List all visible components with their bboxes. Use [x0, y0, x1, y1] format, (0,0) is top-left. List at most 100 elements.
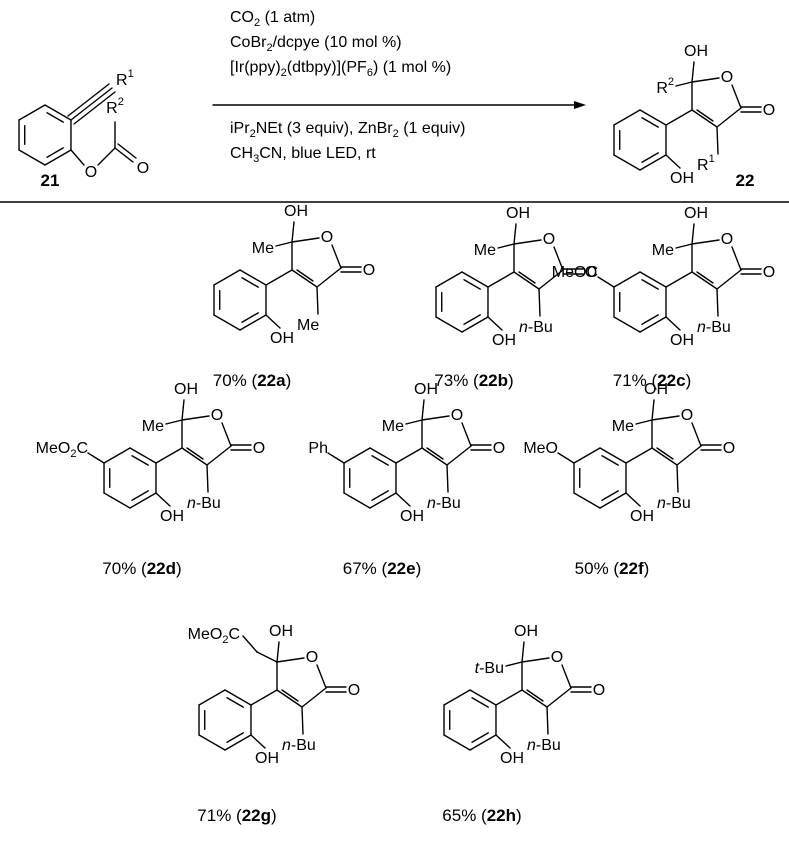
double-bond-inner [601, 455, 619, 466]
bond [291, 269, 318, 288]
alkyne-bond [67, 83, 110, 117]
ring-oxygen-label: O [306, 649, 318, 666]
bond [497, 243, 515, 249]
bond [731, 84, 742, 109]
benzene-ring [435, 271, 489, 333]
bond [327, 452, 345, 464]
bond [691, 77, 720, 83]
bond [546, 706, 549, 735]
yield-label: 70% (22a) [213, 371, 291, 390]
benzene-ring [343, 447, 397, 509]
bond [505, 661, 523, 667]
bond [103, 447, 131, 464]
bond [155, 492, 171, 507]
r1-substituent-label: n-Bu [527, 737, 561, 754]
bond [613, 154, 641, 171]
bond [275, 241, 293, 247]
hydroxyl-label: OH [684, 43, 708, 60]
bond [639, 316, 667, 333]
bond [599, 447, 627, 464]
hydroxyl-label: OH [414, 381, 438, 398]
bond [250, 734, 266, 749]
condition-line: CO2 (1 atm) [230, 9, 315, 30]
bond [557, 452, 575, 464]
yield-label: 65% (22h) [442, 806, 521, 825]
r2-substituent-label: Me [474, 242, 496, 259]
bond [613, 271, 641, 288]
ester-oxygen-label: O [85, 164, 97, 181]
r1-substituent-label: n-Bu [657, 495, 691, 512]
bond [291, 221, 295, 243]
bond [639, 271, 667, 288]
bond [561, 664, 572, 689]
r2-substituent-label: Me [252, 240, 274, 257]
bond [691, 223, 695, 245]
bond [213, 269, 241, 286]
benzene-ring [573, 447, 627, 509]
bond [521, 689, 548, 708]
bond [487, 316, 503, 331]
phenol-oh-label: OH [255, 750, 279, 767]
phenol-oh-label: OH [670, 170, 694, 187]
bond [665, 154, 681, 169]
bond [675, 243, 693, 249]
reaction-arrow [212, 101, 586, 109]
bond [613, 109, 641, 126]
condition-line: [Ir(ppy)2(dtbpy)](PF6) (1 mol %) [230, 59, 451, 80]
double-bond-inner [186, 447, 204, 460]
carbonyl-oxygen-label: O [253, 440, 265, 457]
phenol-oh-label: OH [400, 508, 424, 525]
bond [224, 734, 252, 751]
bond [691, 109, 718, 128]
bond [731, 246, 742, 271]
aryl-bond [265, 269, 293, 286]
aryl-substituent-label: MeO2C [36, 440, 88, 461]
double-bond-inner [641, 117, 659, 128]
carbonyl-bond [114, 147, 134, 163]
hydroxyl-label: OH [514, 623, 538, 640]
bond [239, 269, 267, 286]
bond [495, 734, 511, 749]
double-bond-inner [641, 314, 659, 325]
bond [443, 689, 471, 706]
bond [665, 316, 681, 331]
bond [461, 316, 489, 333]
bond [206, 445, 232, 466]
compound-number-22: 22 [736, 171, 755, 190]
yield-label: 50% (22f) [575, 559, 650, 578]
bond [316, 267, 342, 288]
benzene-ring [213, 269, 267, 331]
bond [18, 149, 46, 166]
bond [369, 447, 397, 464]
double-bond-inner [463, 279, 481, 290]
bond [331, 244, 342, 269]
bond [651, 399, 655, 421]
bond [316, 664, 327, 689]
double-bond-inner [471, 732, 489, 743]
ring-oxygen-label: O [211, 407, 223, 424]
r1-label: R1 [116, 68, 134, 89]
bond [446, 445, 472, 466]
bond [513, 223, 517, 245]
bond [716, 288, 719, 317]
bond [635, 419, 653, 425]
double-bond-inner [471, 697, 489, 708]
double-bond-inner [131, 490, 149, 501]
aryl-substituent-label: MeOC [552, 264, 598, 281]
aryl-substituent-label: MeO [523, 440, 558, 457]
bond [369, 492, 397, 509]
r1-substituent-label: n-Bu [282, 737, 316, 754]
bond [651, 415, 680, 421]
hydroxyl-label: OH [174, 381, 198, 398]
bond [625, 492, 641, 507]
ring-oxygen-label: O [543, 231, 555, 248]
r2-substituent-label: Me [382, 418, 404, 435]
double-bond-inner [641, 279, 659, 290]
r1-substituent-label: R1 [697, 153, 715, 174]
condition-line: CH3CN, blue LED, rt [230, 145, 376, 166]
